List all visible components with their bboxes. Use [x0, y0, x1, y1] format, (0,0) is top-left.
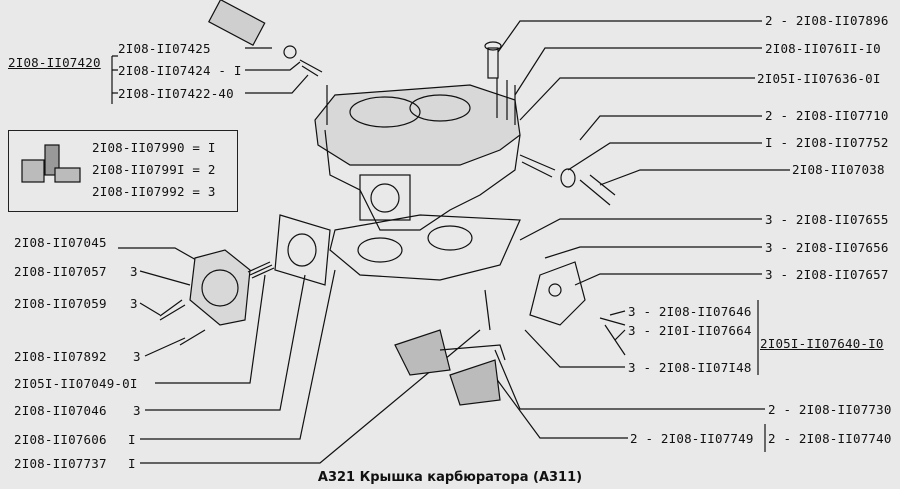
- label-r9: 3 - 2I08-II07657: [765, 267, 889, 282]
- jet-kit-inset: [8, 130, 238, 212]
- label-l2: 2I08-II07057: [14, 264, 107, 279]
- label-l6-qty: 3: [133, 403, 141, 418]
- label-l4: 2I08-II07892: [14, 349, 107, 364]
- label-l6: 2I08-II07046: [14, 403, 107, 418]
- label-inset3: 2I08-II07992 = 3: [92, 184, 216, 199]
- label-l8: 2I08-II07737: [14, 456, 107, 471]
- label-inset1: 2I08-II07990 = I: [92, 140, 216, 155]
- label-r5: I - 2I08-II07752: [765, 135, 889, 150]
- label-r6: 2I08-II07038: [792, 162, 885, 177]
- label-r3: 2I05I-II07636-0I: [757, 71, 881, 86]
- label-r15: 2 - 2I08-II07740: [768, 431, 892, 446]
- label-r13: 2 - 2I08-II07730: [768, 402, 892, 417]
- label-r14: 2 - 2I08-II07749: [630, 431, 754, 446]
- label-l2-qty: 3: [130, 264, 138, 279]
- label-tl1: 2I08-II07425: [118, 41, 211, 56]
- label-r7: 3 - 2I08-II07655: [765, 212, 889, 227]
- label-r8: 3 - 2I08-II07656: [765, 240, 889, 255]
- label-l5: 2I05I-II07049-0I: [14, 376, 138, 391]
- label-tl3: 2I08-II07422-40: [118, 86, 234, 101]
- label-r12: 3 - 2I08-II07I48: [628, 360, 752, 375]
- label-l8-qty: I: [128, 456, 136, 471]
- label-tl2: 2I08-II07424 - I: [118, 63, 242, 78]
- label-r11: 3 - 2I0I-II07664: [628, 323, 752, 338]
- label-l1: 2I08-II07045: [14, 235, 107, 250]
- label-r2: 2I08-II076II-I0: [765, 41, 881, 56]
- label-r1: 2 - 2I08-II07896: [765, 13, 889, 28]
- label-l3: 2I08-II07059: [14, 296, 107, 311]
- label-l7-qty: I: [128, 432, 136, 447]
- label-inset2: 2I08-II0799I = 2: [92, 162, 216, 177]
- label-l3-qty: 3: [130, 296, 138, 311]
- figure-caption: A321 Крышка карбюратора (A311): [317, 470, 583, 485]
- label-top-left-group: 2I08-II07420: [8, 55, 101, 70]
- label-l4-qty: 3: [133, 349, 141, 364]
- label-l7: 2I08-II07606: [14, 432, 107, 447]
- label-r10: 3 - 2I08-II07646: [628, 304, 752, 319]
- label-r4: 2 - 2I08-II07710: [765, 108, 889, 123]
- label-r-group: 2I05I-II07640-I0: [760, 336, 884, 351]
